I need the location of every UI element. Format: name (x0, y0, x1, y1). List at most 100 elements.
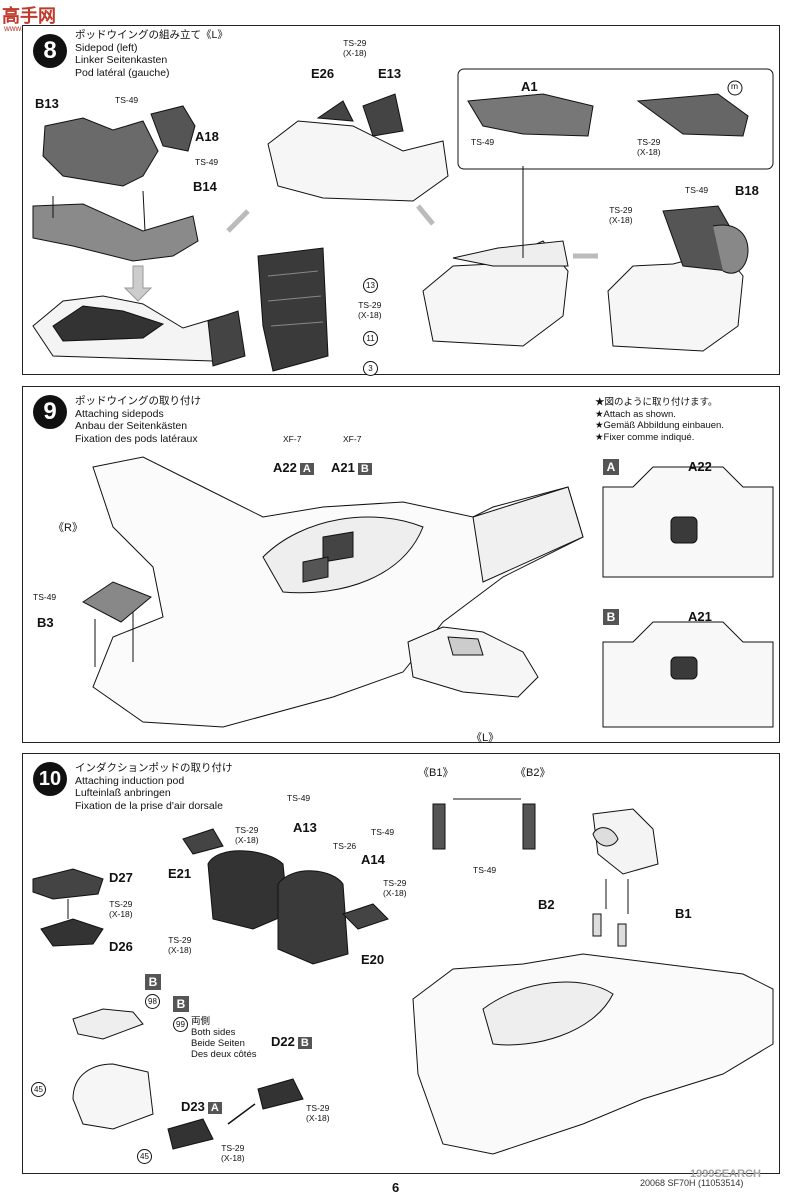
label-d27: D27 (109, 870, 133, 885)
paint-xf7-a21: XF-7 (343, 434, 362, 444)
title-jp: ポッドウイングの取り付け (75, 395, 201, 407)
inset-b-box: B (603, 609, 619, 625)
box-b-2: B (173, 996, 189, 1012)
page-number: 6 (392, 1180, 400, 1195)
box-b: B (357, 463, 372, 475)
sidepod-parts-drawing (32, 68, 774, 372)
screw-ts49-a13: TS-49 (287, 793, 311, 803)
label-b18: B18 (735, 183, 759, 198)
step-8-panel: 8 ポッドウイングの組み立て《L》 Sidepod (left) Linker … (22, 25, 780, 376)
step-9-title: ポッドウイングの取り付け Attaching sidepods Anbau de… (75, 395, 201, 445)
screw-ts29-inset: TS-29(X-18) (637, 137, 661, 157)
screw-ts29-e20: TS-29(X-18) (383, 878, 407, 898)
label-l: 《L》 (471, 732, 500, 744)
step-8-number: 8 (33, 34, 67, 68)
ref-45-b: 45 (137, 1149, 152, 1164)
footer-code: 20068 SF70H (11053514) (640, 1178, 744, 1188)
step-10-number: 10 (33, 762, 67, 796)
screw-ts29-d23: TS-29(X-18) (221, 1143, 245, 1163)
note-jp: ★図のように取り付けます。 (595, 397, 718, 408)
note-en: ★Attach as shown. (595, 408, 676, 420)
label-a18: A18 (195, 129, 219, 144)
screw-ts49-b18: TS-49 (685, 185, 709, 195)
box-a: A (299, 463, 314, 475)
screw-ts29-mid: TS-29(X-18) (343, 38, 367, 58)
inset-label-a22: A22 (688, 459, 712, 474)
title-jp: ポッドウイングの組み立て《L》 (75, 29, 228, 41)
label-b3: B3 (37, 615, 54, 630)
step-9-panel: 9 ポッドウイングの取り付け Attaching sidepods Anbau … (22, 386, 780, 744)
label-a1: A1 (521, 79, 538, 94)
inset-label-a21: A21 (688, 609, 712, 624)
title-de: Anbau der Seitenkästen (75, 420, 188, 432)
screw-ts26: TS-26 (333, 841, 357, 851)
box-b-1: B (145, 974, 161, 990)
label-e20: E20 (361, 952, 385, 967)
ref-99: 99 (173, 1017, 188, 1032)
ref-45-a: 45 (31, 1082, 46, 1097)
screw-ts29-radiator: TS-29(X-18) (358, 300, 382, 320)
both-sides-note: 両側 Both sides Beide Seiten Des deux côté… (191, 1016, 256, 1060)
step-10-panel: 10 インダクションポッドの取り付け Attaching induction p… (22, 753, 780, 1174)
screw-ts29-pod: TS-29(X-18) (168, 935, 192, 955)
label-e26: E26 (311, 66, 335, 81)
label-e21: E21 (168, 866, 192, 881)
label-d26: D26 (109, 939, 133, 954)
screw-ts49-inset: TS-49 (471, 137, 495, 147)
label-b2-ref: 《B2》 (515, 767, 551, 779)
label-b13: B13 (35, 96, 59, 111)
screw-ts49-a14: TS-49 (371, 827, 395, 837)
screw-ts29-right: TS-29(X-18) (609, 205, 633, 225)
ref-3: 3 (363, 361, 378, 376)
chassis-drawing (82, 456, 774, 728)
both-de: Beide Seiten (191, 1038, 245, 1049)
title-fr: Fixation de la prise d'air dorsale (75, 799, 223, 812)
ref-13: 13 (363, 278, 378, 293)
step-8-title: ポッドウイングの組み立て《L》 Sidepod (left) Linker Se… (75, 29, 228, 79)
screw-ts49-b3: TS-49 (33, 592, 57, 602)
label-b1-ref: 《B1》 (418, 767, 454, 779)
screw-ts29-e21: TS-29(X-18) (235, 825, 259, 845)
circle-m-mark: m (731, 81, 739, 91)
screw-ts29-d22: TS-29(X-18) (306, 1103, 330, 1123)
label-r: 《R》 (53, 522, 83, 534)
step-9-notes: ★図のように取り付けます。 ★Attach as shown. ★Gemäß A… (595, 397, 724, 443)
step-9-number: 9 (33, 395, 67, 429)
ref-98: 98 (145, 994, 160, 1009)
induction-pod-drawing (32, 798, 774, 1155)
both-fr: Des deux côtés (191, 1049, 257, 1060)
label-b2: B2 (538, 897, 555, 912)
title-de: Lufteinlaß anbringen (75, 787, 171, 799)
note-fr: ★Fixer comme indiqué. (595, 431, 695, 443)
both-en: Both sides (191, 1027, 236, 1038)
both-jp: 両側 (191, 1016, 211, 1027)
box-b-d22: B (297, 1037, 312, 1049)
note-de: ★Gemäß Abbildung einbauen. (595, 420, 724, 431)
screw-ts49-rods: TS-49 (473, 865, 497, 875)
title-en: Sidepod (left) (75, 41, 138, 54)
inset-a-box: A (603, 459, 619, 475)
label-b1: B1 (675, 906, 692, 921)
ref-11: 11 (363, 331, 378, 346)
title-en: Attaching sidepods (75, 407, 164, 420)
label-e13: E13 (378, 66, 402, 81)
label-a14: A14 (361, 852, 385, 867)
title-de: Linker Seitenkasten (75, 54, 168, 66)
screw-ts29-d27: TS-29(X-18) (109, 899, 133, 919)
label-b14: B14 (193, 179, 217, 194)
paint-xf7-a22: XF-7 (283, 434, 302, 444)
title-en: Attaching induction pod (75, 774, 185, 787)
label-a13: A13 (293, 820, 317, 835)
screw-ts49-1: TS-49 (115, 95, 139, 105)
screw-ts49-2: TS-49 (195, 157, 219, 167)
box-a-d23: A (207, 1102, 222, 1114)
title-fr: Pod latéral (gauche) (75, 66, 170, 79)
step-10-title: インダクションポッドの取り付け Attaching induction pod … (75, 762, 233, 812)
title-fr: Fixation des pods latéraux (75, 432, 198, 445)
title-jp: インダクションポッドの取り付け (75, 762, 233, 774)
watermark-logo: 高手网 (2, 6, 56, 26)
